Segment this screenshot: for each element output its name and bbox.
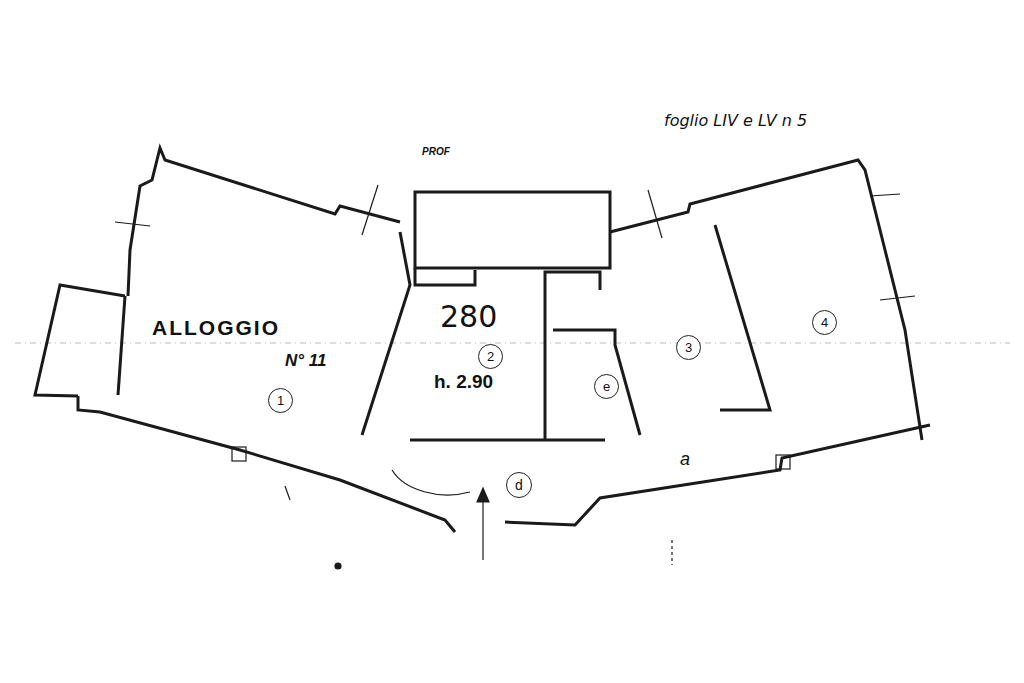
partition-wall <box>362 232 410 435</box>
window-mark <box>285 486 290 500</box>
door-swing <box>392 470 470 495</box>
partition-wall <box>545 272 600 440</box>
window-mark <box>362 185 378 235</box>
entrance-arrow <box>477 488 489 502</box>
area-value: 280 <box>438 300 499 333</box>
outer-wall <box>128 148 400 296</box>
window-mark <box>870 194 900 196</box>
sheet-reference: foglio LIV e LV n 5 <box>662 112 809 130</box>
outer-wall <box>505 425 930 525</box>
ceiling-height: h. 2.90 <box>432 372 495 393</box>
bay-wall <box>118 296 125 395</box>
window-mark <box>115 222 150 226</box>
callout-number: 2 <box>478 344 503 369</box>
axis-line <box>15 343 1010 344</box>
callout-letter: a <box>678 450 692 470</box>
pillar <box>776 455 790 469</box>
section-mark <box>335 563 341 569</box>
callout-number: e <box>594 374 619 399</box>
callout-number: 3 <box>676 335 701 360</box>
outer-wall <box>610 160 922 440</box>
partition-wall <box>415 268 475 285</box>
window-mark <box>648 190 662 238</box>
corridor-wall <box>410 439 605 442</box>
axis-line <box>15 343 1010 344</box>
partition-wall <box>715 225 770 410</box>
window-mark <box>880 296 915 300</box>
pillar <box>232 447 246 461</box>
callout-number: d <box>506 472 532 498</box>
unit-name: ALLOGGIO <box>150 316 282 339</box>
callout-number: 1 <box>268 388 293 413</box>
walls <box>35 148 930 532</box>
note-text: PROF <box>420 146 452 157</box>
details <box>115 185 915 569</box>
unit-number: N° 11 <box>283 352 328 371</box>
section-mark <box>671 540 672 565</box>
outer-wall <box>78 396 455 532</box>
partition-wall <box>553 330 640 435</box>
stair-block <box>415 192 610 268</box>
callout-number: 4 <box>812 310 837 335</box>
bay-wall <box>35 285 125 396</box>
